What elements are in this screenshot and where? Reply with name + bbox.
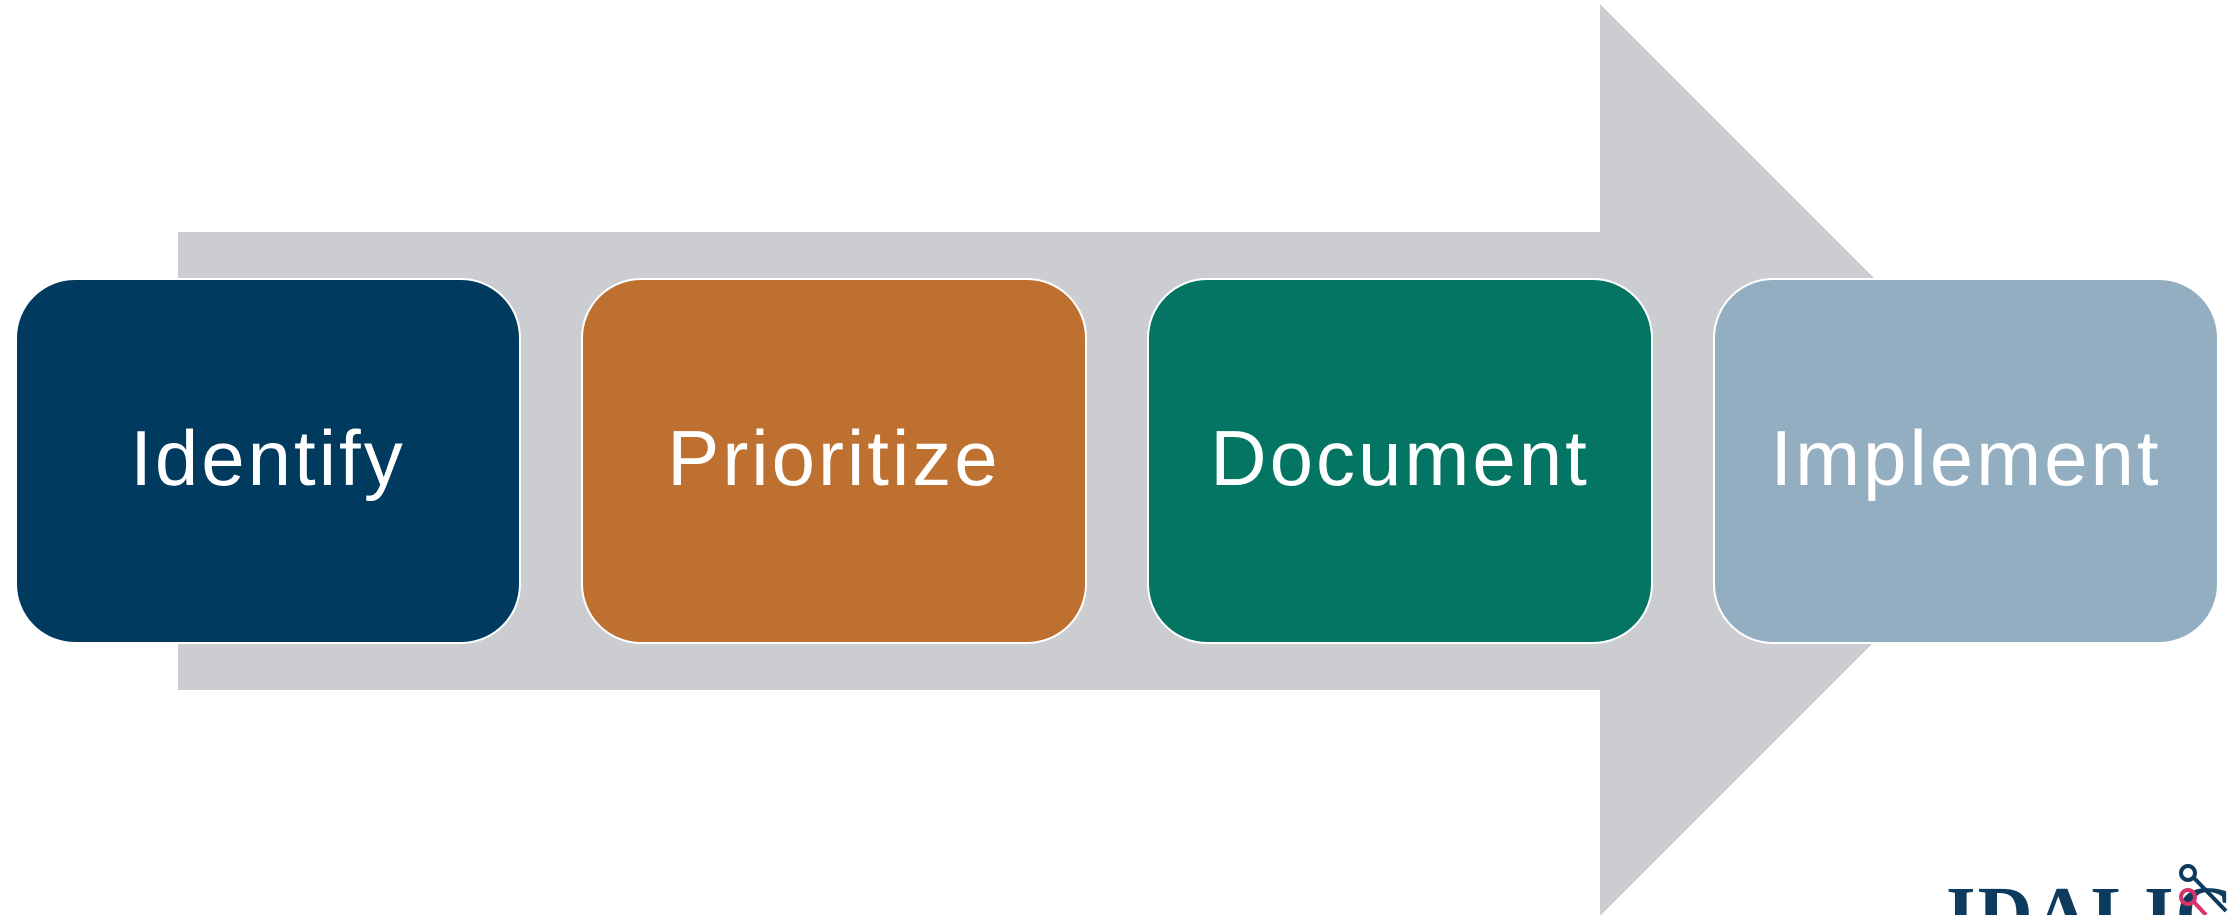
logo-accent-icon: [2179, 864, 2228, 915]
step-label-implement: Implement: [1770, 414, 2162, 502]
step-box-document: Document: [1147, 278, 1653, 644]
step-label-prioritize: Prioritize: [667, 414, 1001, 502]
step-box-implement: Implement: [1713, 278, 2219, 644]
step-label-document: Document: [1210, 414, 1590, 502]
arrow-shape: [178, 4, 2056, 915]
step-box-prioritize: Prioritize: [581, 278, 1087, 644]
company-logo: IDALIG: [1936, 861, 2236, 915]
step-label-identify: Identify: [130, 414, 406, 502]
step-box-identify: Identify: [15, 278, 521, 644]
